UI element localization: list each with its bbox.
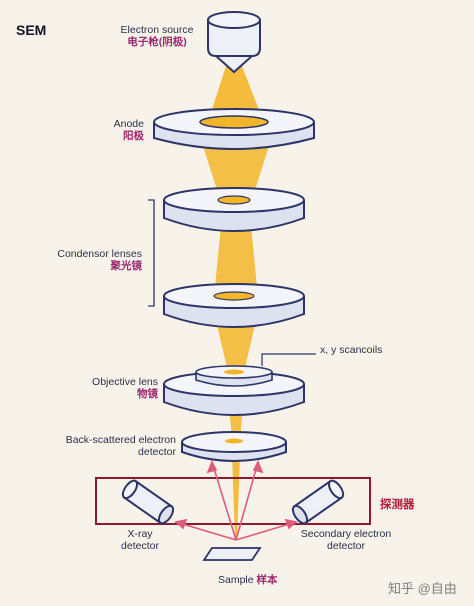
sample-cn: 样本 bbox=[256, 574, 278, 586]
condenser-lens-2 bbox=[163, 283, 305, 328]
objective-cn: 物镜 bbox=[137, 388, 158, 400]
electron-source-gun bbox=[207, 11, 261, 74]
scancoils-leader bbox=[261, 353, 316, 366]
xray-label: X-ray detector bbox=[121, 528, 159, 552]
xray-detector-unit bbox=[121, 479, 175, 525]
sample-label: Sample 样本 bbox=[218, 574, 278, 586]
condensor-label: Condensor lenses 聚光镜 bbox=[52, 248, 142, 272]
anode-text: Anode bbox=[113, 118, 144, 130]
backscatter-label: Back-scattered electron detector bbox=[65, 434, 176, 458]
detector-cn-label: 探测器 bbox=[380, 499, 415, 511]
electron-source-text: Electron source bbox=[120, 24, 194, 36]
electron-source-label: Electron source 电子枪(阴极) bbox=[112, 24, 202, 48]
anode-label: Anode 阳极 bbox=[60, 118, 144, 142]
anode-cn: 阳极 bbox=[123, 130, 144, 142]
secondary-detector-unit bbox=[291, 479, 345, 525]
condensor-bracket bbox=[148, 199, 155, 307]
objective-label: Objective lens 物镜 bbox=[66, 376, 158, 400]
condensor-cn: 聚光镜 bbox=[110, 260, 143, 272]
electron-source-cn: 电子枪(阴极) bbox=[127, 36, 187, 48]
condenser-lens-1 bbox=[163, 187, 305, 232]
secondary-label: Secondary electron detector bbox=[300, 528, 392, 552]
watermark: 知乎 @自由 bbox=[388, 581, 457, 596]
objective-text: Objective lens bbox=[92, 376, 158, 388]
diagram-title: SEM bbox=[16, 22, 47, 38]
sample-stage bbox=[202, 547, 262, 561]
electron-beam-tip bbox=[232, 454, 240, 540]
sample-text: Sample bbox=[218, 574, 254, 586]
electron-beam-cond bbox=[214, 214, 258, 298]
detector-box bbox=[95, 477, 371, 525]
scancoils-label: x, y scancoils bbox=[320, 344, 383, 356]
objective-lens bbox=[163, 365, 305, 416]
emission-rays bbox=[174, 460, 298, 541]
backscatter-detector bbox=[181, 431, 287, 462]
anode-plate bbox=[153, 108, 315, 150]
condensor-text: Condensor lenses bbox=[57, 248, 142, 260]
